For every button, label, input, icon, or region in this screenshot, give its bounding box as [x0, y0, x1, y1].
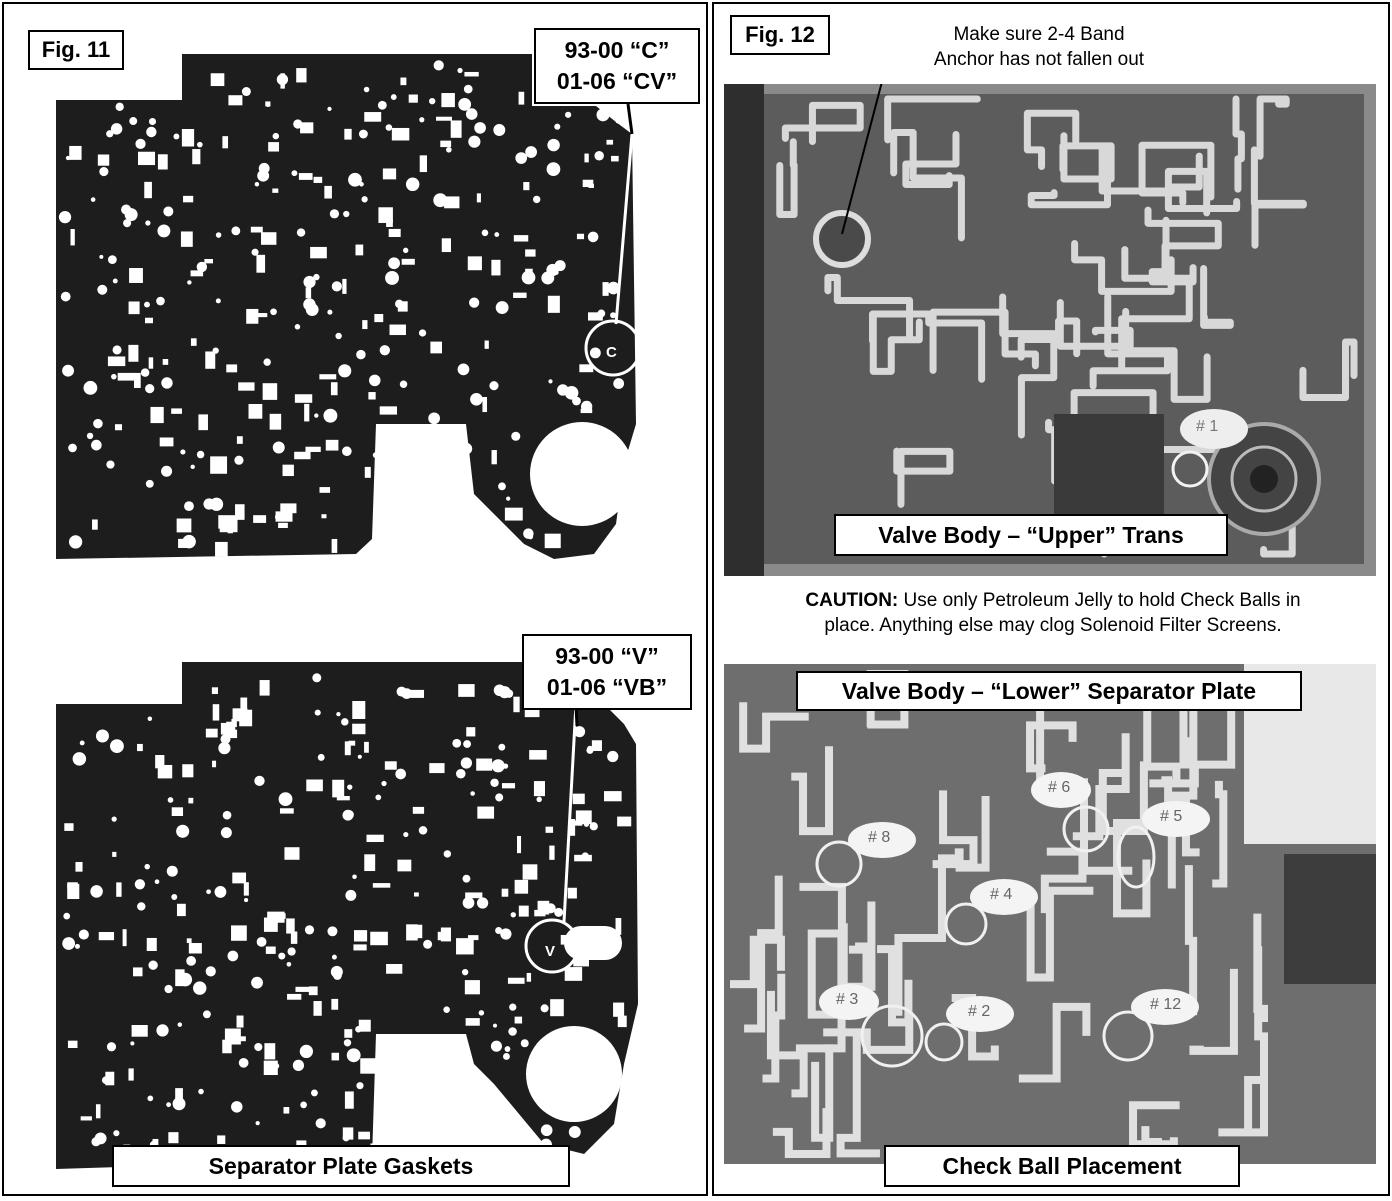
gasket-top-image — [56, 54, 636, 559]
gasket-bottom-image — [56, 662, 638, 1171]
marker-v-label: V — [545, 943, 556, 960]
marker-4-label: # 4 — [990, 886, 1013, 903]
check-ball-caption-text: Check Ball Placement — [942, 1152, 1182, 1179]
anchor-note-line1: Make sure 2-4 Band — [953, 24, 1125, 45]
marker-12-label: # 12 — [1150, 996, 1182, 1013]
fig-11-text: Fig. 11 — [41, 37, 111, 62]
callout-c-line — [524, 103, 642, 974]
gasket-v-code-box: 93-00 “V” 01-06 “VB” — [522, 634, 692, 710]
gasket-c-code-2: 01-06 “CV” — [556, 68, 678, 94]
fig-12-label: Fig. 12 — [730, 15, 830, 55]
marker-1-label: # 1 — [1196, 418, 1219, 435]
marker-5-label: # 5 — [1160, 808, 1183, 825]
separator-plate-caption-text: Separator Plate Gaskets — [208, 1152, 474, 1179]
upper-trans-caption: Valve Body – “Upper” Trans — [834, 514, 1228, 556]
marker-6-label: # 6 — [1048, 779, 1071, 796]
marker-3-label: # 3 — [836, 991, 859, 1008]
fig-12-text: Fig. 12 — [745, 22, 815, 47]
gasket-v-code-2: 01-06 “VB” — [546, 674, 668, 700]
upper-trans-caption-text: Valve Body – “Upper” Trans — [878, 521, 1184, 548]
caution-note: CAUTION: Use only Petroleum Jelly to hol… — [720, 588, 1386, 638]
caution-text-2: place. Anything else may clog Solenoid F… — [824, 615, 1282, 636]
figure-11-panel: C V Fig. 11 93-00 “C” 01-06 “CV” 93-00 “… — [2, 2, 708, 1196]
anchor-note-line2: Anchor has not fallen out — [933, 49, 1145, 70]
marker-c-label: C — [606, 344, 617, 361]
gasket-v-code-1: 93-00 “V” — [555, 643, 659, 669]
lower-valve-body-photo — [724, 664, 1376, 1164]
figure-12-panel: Fig. 12 Make sure 2-4 Band Anchor has no… — [712, 2, 1390, 1196]
anchor-note: Make sure 2-4 Band Anchor has not fallen… — [874, 22, 1204, 72]
lower-separator-caption: Valve Body – “Lower” Separator Plate — [796, 671, 1302, 711]
caution-label: CAUTION: — [805, 590, 899, 611]
check-ball-caption: Check Ball Placement — [884, 1145, 1240, 1187]
gasket-c-code-box: 93-00 “C” 01-06 “CV” — [534, 28, 700, 104]
upper-valve-body-photo — [724, 84, 1376, 576]
separator-plate-caption: Separator Plate Gaskets — [112, 1145, 570, 1187]
lower-separator-caption-text: Valve Body – “Lower” Separator Plate — [841, 677, 1257, 704]
caution-text-1: Use only Petroleum Jelly to hold Check B… — [898, 590, 1301, 611]
marker-2-label: # 2 — [968, 1003, 991, 1020]
marker-8-label: # 8 — [868, 829, 891, 846]
fig-11-label: Fig. 11 — [28, 30, 124, 70]
gasket-c-code-1: 93-00 “C” — [564, 37, 670, 63]
